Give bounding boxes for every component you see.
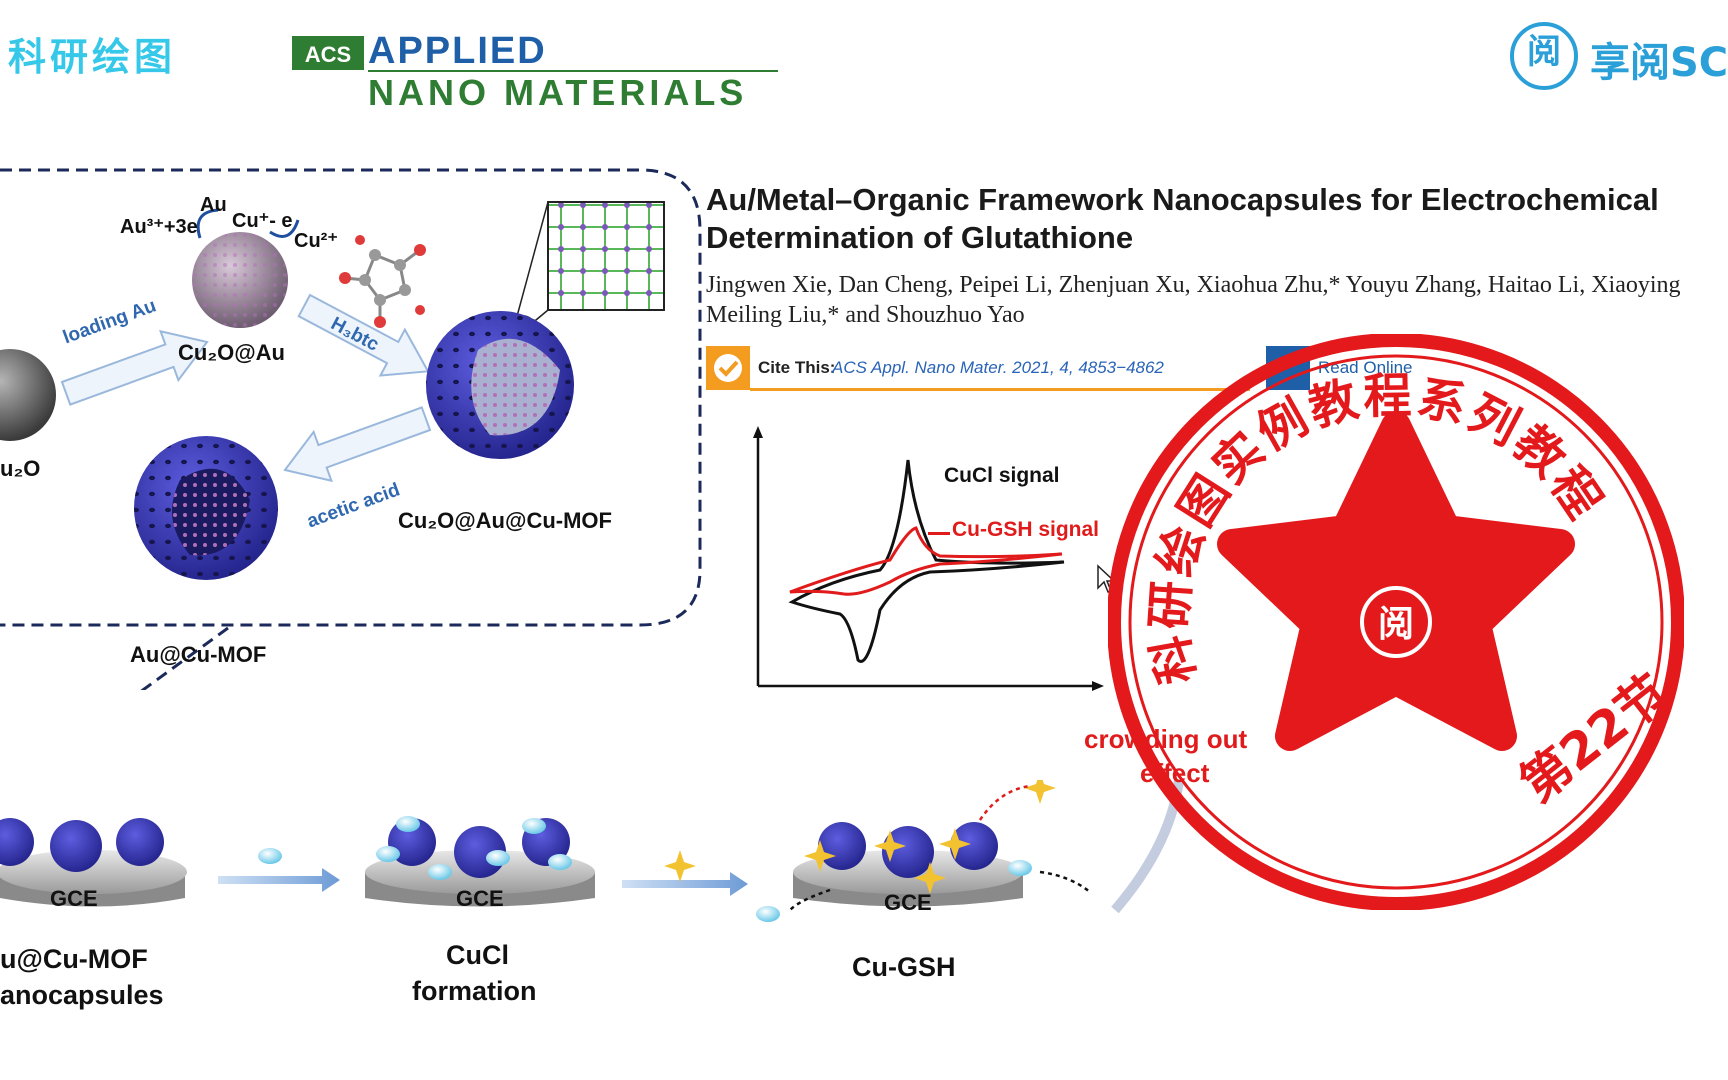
cite-bar: Cite This: ACS Appl. Nano Mater. 2021, 4… xyxy=(706,346,1250,392)
legend-cucl: CuCl signal xyxy=(944,464,1060,487)
gce-label-1: GCE xyxy=(50,886,98,911)
crowding-label-line1: crowding out xyxy=(1084,724,1248,754)
step1-caption-line1: u@Cu-MOF xyxy=(0,944,148,974)
brand-logo-icon: 阅 xyxy=(1510,22,1578,90)
paper-authors-line2: Meiling Liu,* and Shouzhuo Yao xyxy=(706,302,1025,328)
step1-caption-line2: anocapsules xyxy=(0,980,164,1010)
electrode-1 xyxy=(0,818,187,907)
step-arrow-1 xyxy=(218,868,340,892)
gce-label-2: GCE xyxy=(456,886,504,911)
stamp-logo-icon xyxy=(1360,586,1432,658)
legend-cu-gsh-leader xyxy=(928,532,950,535)
reaction-arrow-au xyxy=(196,208,219,239)
mof-structure-inset xyxy=(547,201,665,311)
cv-chart xyxy=(753,426,1104,691)
gce-label-3: GCE xyxy=(884,890,932,915)
step-arrow-2 xyxy=(622,872,748,896)
loading-arrow xyxy=(60,329,209,406)
step2-caption-line2: formation xyxy=(412,976,537,1006)
synthesis-scheme xyxy=(0,168,702,690)
electrode-3 xyxy=(756,780,1091,922)
check-icon xyxy=(706,346,750,390)
x-axis-arrowhead xyxy=(1092,681,1104,691)
electrode-2 xyxy=(365,816,595,907)
seal-stamp: 科研绘图实例教程系列教程 阅 第22节 xyxy=(1108,334,1684,910)
au-mof-label: Au@Cu-MOF xyxy=(130,642,267,667)
brand-logo: 阅 享阅SCI xyxy=(1510,22,1728,92)
watermark-title: 科研绘图 xyxy=(8,35,177,79)
cu2o-au-label: Cu₂O@Au xyxy=(178,340,285,365)
zoom-line xyxy=(140,626,229,690)
journal-line2: NANO MATERIALS xyxy=(368,72,748,113)
stamp-ring-outer xyxy=(1108,334,1684,910)
cite-underline xyxy=(750,388,1250,391)
series-cucl xyxy=(788,459,1065,663)
cu2o-sphere xyxy=(0,349,56,441)
paper-title-line1: Au/Metal–Organic Framework Nanocapsules … xyxy=(706,182,1659,217)
sparkle xyxy=(664,850,696,882)
cu2-label: Cu²⁺ xyxy=(294,230,338,252)
paper-title-line2: Determination of Glutathione xyxy=(706,220,1134,255)
acetic-acid-arrow xyxy=(283,406,432,483)
journal-logo: ACS APPLIED NANO MATERIALS xyxy=(292,30,792,113)
legend-cu-gsh: Cu-GSH signal xyxy=(952,518,1100,541)
reaction-arrow-cu xyxy=(269,219,300,238)
step2-caption-line1: CuCl xyxy=(446,940,509,970)
stamp-logo-glyph: 阅 xyxy=(1378,604,1414,645)
step3-caption: Cu-GSH xyxy=(852,952,956,982)
cu2o-au-mof-label: Cu₂O@Au@Cu-MOF xyxy=(398,508,612,533)
au-reaction-label: Au³⁺+3e xyxy=(120,216,198,238)
electrode-row xyxy=(0,780,1185,922)
journal-rule xyxy=(368,70,778,72)
star-icon xyxy=(1217,411,1575,751)
series-cu-gsh xyxy=(789,526,1063,596)
return-arc xyxy=(1111,780,1185,914)
scheme-dashed-frame xyxy=(0,168,702,627)
cite-reference[interactable]: ACS Appl. Nano Mater. 2021, 4, 4853−4862 xyxy=(832,358,1164,377)
acs-badge: ACS xyxy=(292,36,364,70)
cite-label: Cite This: xyxy=(758,358,836,377)
molecule-atoms xyxy=(339,235,426,328)
brand-text: 享阅SCI xyxy=(1590,40,1728,86)
h3btc-arrow xyxy=(297,293,430,377)
y-axis-arrowhead xyxy=(753,426,763,438)
droplet xyxy=(258,848,282,864)
paper-authors-line1: Jingwen Xie, Dan Cheng, Peipei Li, Zhenj… xyxy=(706,272,1681,298)
cu2o-label: u₂O xyxy=(0,456,41,481)
au-label: Au xyxy=(200,194,227,216)
journal-line1: APPLIED xyxy=(368,30,547,72)
cu-reaction-label: Cu⁺- e xyxy=(232,210,293,232)
